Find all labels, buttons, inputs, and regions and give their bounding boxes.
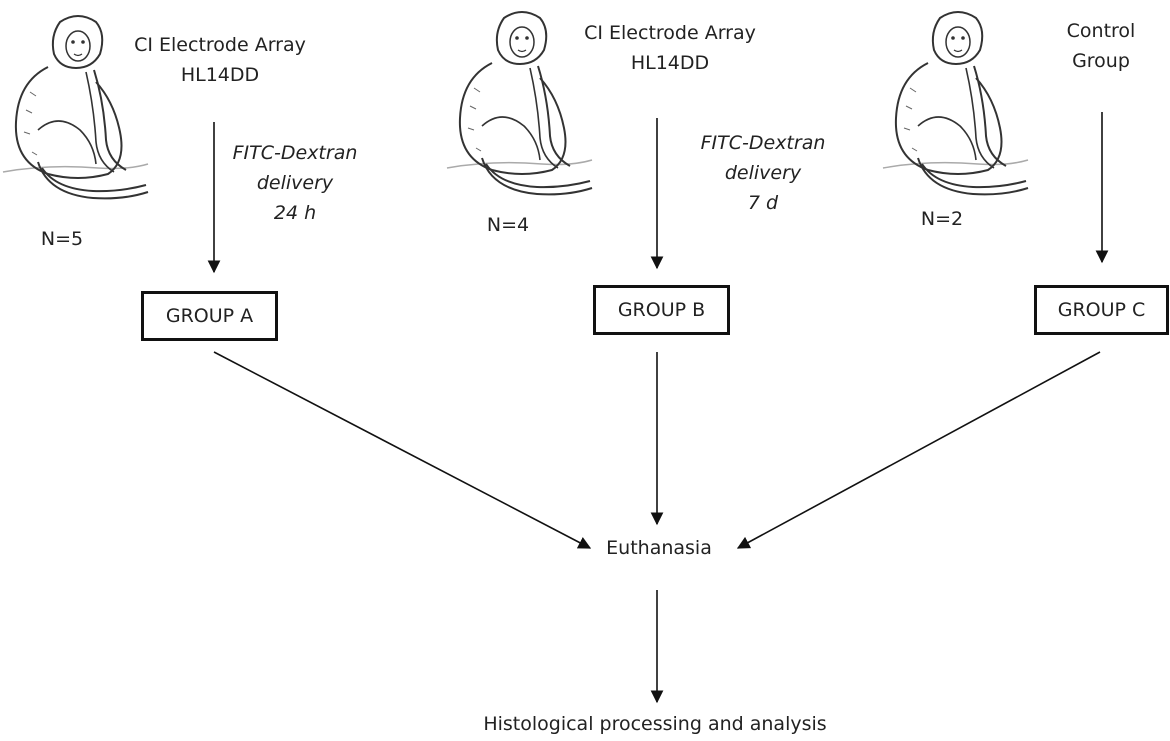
group-b-delivery-line1: FITC-Dextran bbox=[700, 132, 826, 154]
group-a-delivery-line3: 24 h bbox=[273, 202, 317, 224]
group-b-device-line1: CI Electrode Array bbox=[584, 22, 756, 44]
group-b-count: N=4 bbox=[486, 214, 530, 236]
group-a-delivery-line1: FITC-Dextran bbox=[232, 142, 358, 164]
arrow-a-to-euthanasia bbox=[213, 351, 592, 549]
group-a-device-label: CI Electrode Array HL14DD bbox=[120, 30, 320, 90]
arrow-c-to-euthanasia bbox=[736, 351, 1101, 549]
group-a-delivery-label: FITC-Dextran delivery 24 h bbox=[230, 138, 360, 228]
group-b-device-label: CI Electrode Array HL14DD bbox=[570, 18, 770, 78]
group-b-delivery-label: FITC-Dextran delivery 7 d bbox=[696, 128, 830, 218]
group-c-label-line2: Group bbox=[1072, 50, 1130, 72]
monkey-illustration-c bbox=[882, 11, 1029, 196]
group-b-device-line2: HL14DD bbox=[630, 52, 710, 74]
group-a-device-line2: HL14DD bbox=[180, 64, 260, 86]
group-a-device-line1: CI Electrode Array bbox=[134, 34, 306, 56]
group-c-label-line1: Control bbox=[1066, 20, 1136, 42]
histology-label: Histological processing and analysis bbox=[483, 713, 827, 735]
group-b-delivery-line3: 7 d bbox=[747, 192, 779, 214]
group-a-delivery-line2: delivery bbox=[256, 172, 334, 194]
group-c-count: N=2 bbox=[920, 208, 964, 230]
group-c-box: GROUP C bbox=[1034, 285, 1169, 335]
group-b-delivery-line2: delivery bbox=[724, 162, 802, 184]
group-c-label: Control Group bbox=[1036, 16, 1166, 76]
group-a-box: GROUP A bbox=[141, 291, 278, 341]
euthanasia-label: Euthanasia bbox=[606, 537, 712, 559]
group-a-count: N=5 bbox=[40, 228, 84, 250]
group-b-box: GROUP B bbox=[593, 285, 730, 335]
